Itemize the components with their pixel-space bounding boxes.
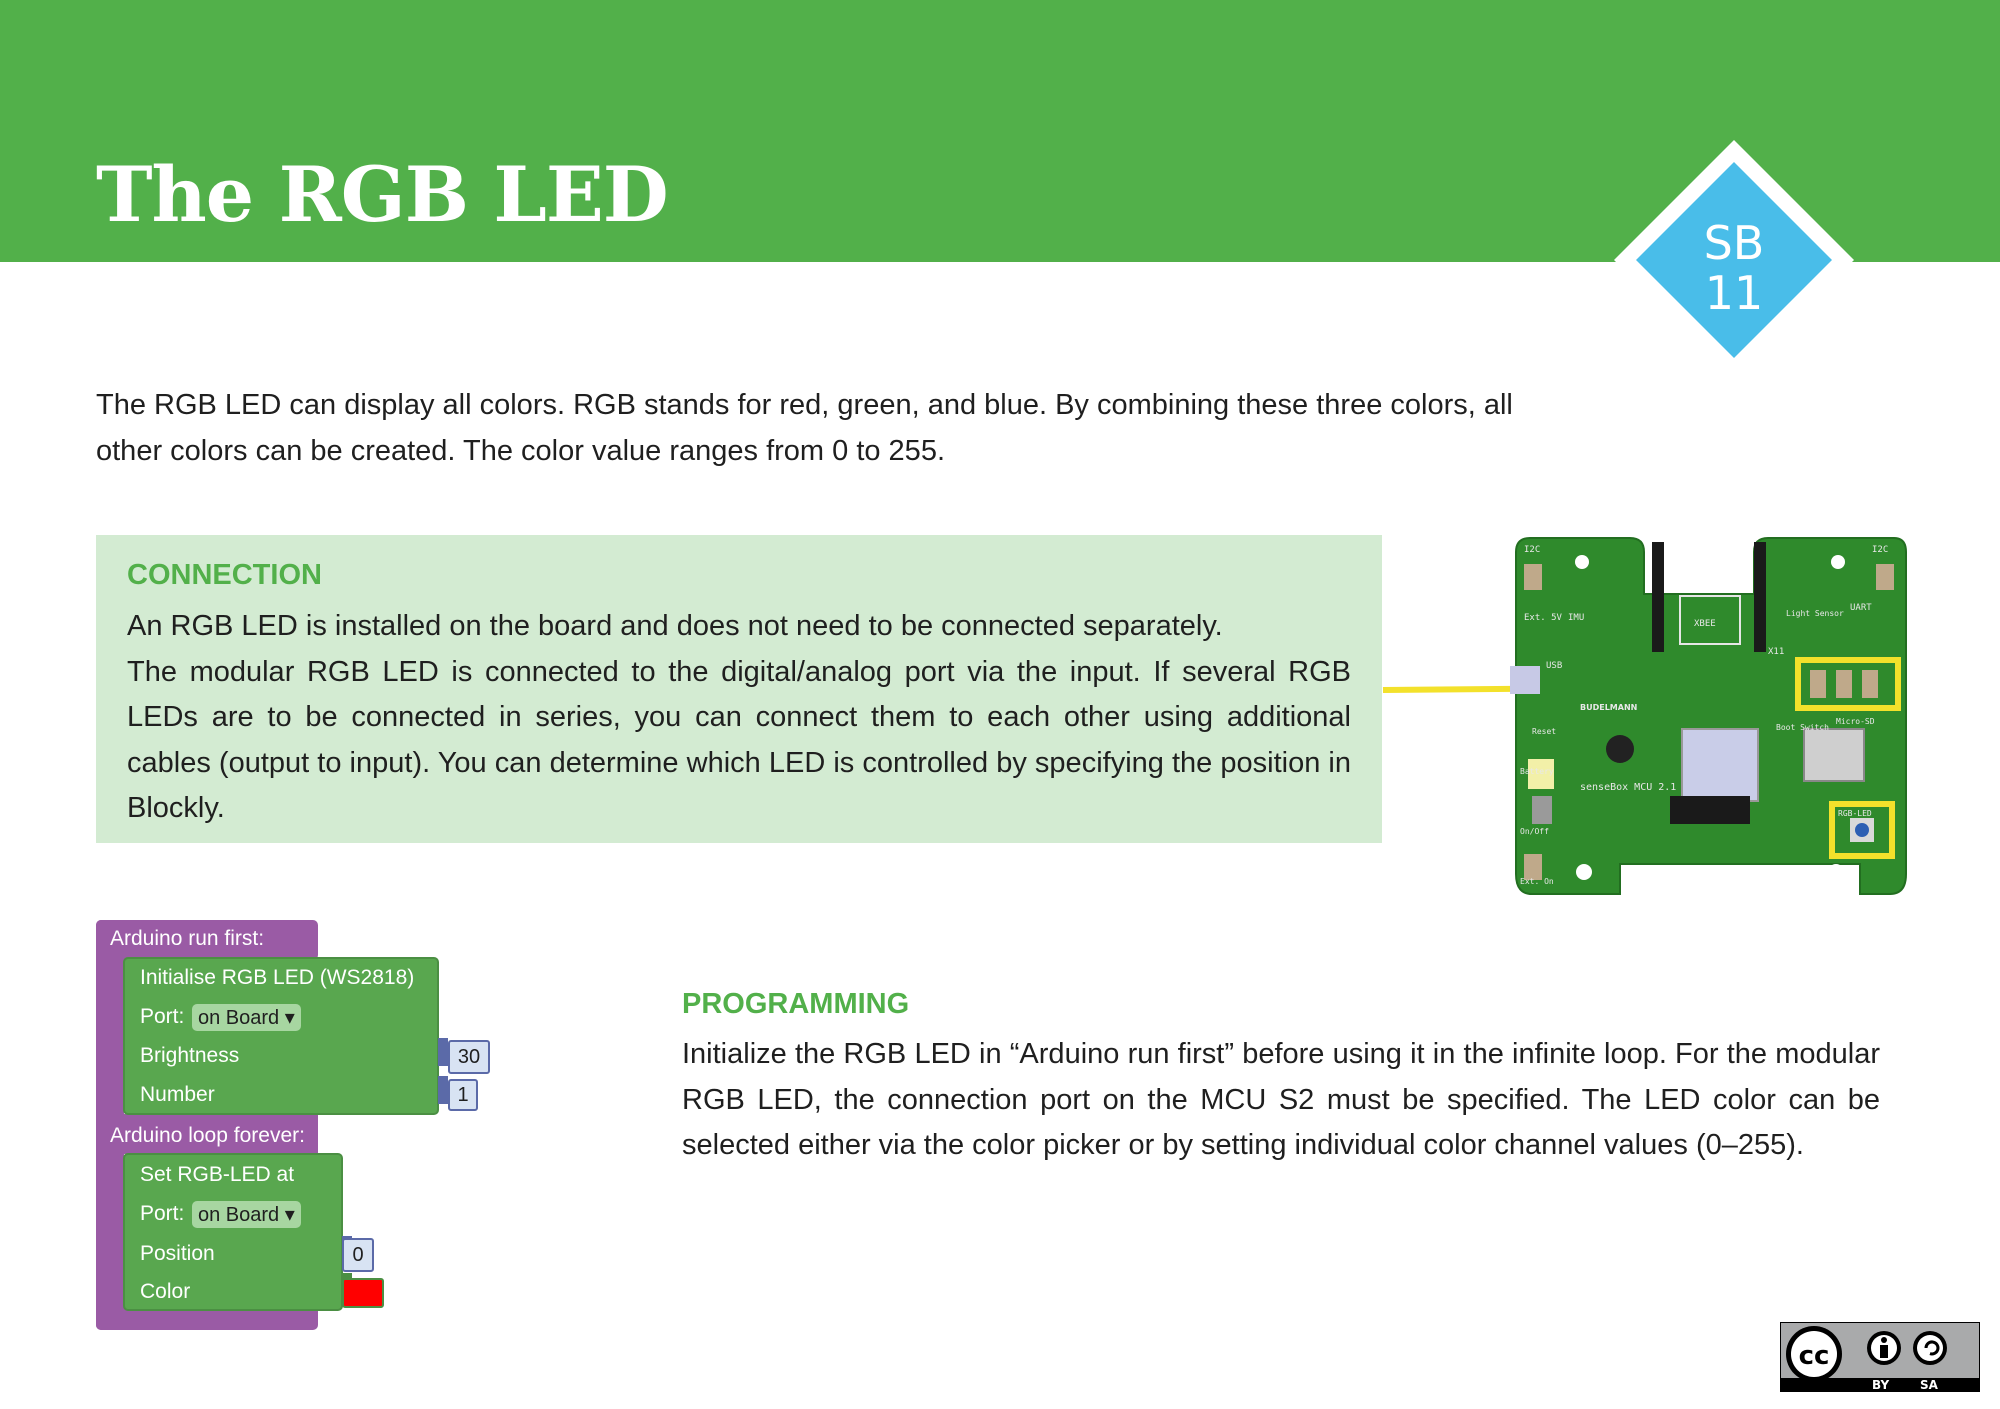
programming-heading: PROGRAMMING [682, 988, 910, 1020]
block-position-value[interactable]: 0 [342, 1238, 374, 1272]
board-label-xbee: XBEE [1694, 619, 1716, 629]
block-port2-label: Port: [140, 1202, 185, 1225]
share-alike-icon [1924, 1340, 1940, 1356]
board-label-micro-sd: Micro-SD [1836, 717, 1875, 726]
page-title: The RGB LED [96, 150, 669, 239]
programming-text: Initialize the RGB LED in “Arduino run f… [682, 1038, 1880, 1161]
block-position-label: Position [140, 1242, 215, 1265]
board-label-imu: IMU [1568, 613, 1584, 623]
board-label-mcu: senseBox MCU 2.1 [1580, 782, 1676, 793]
block-color-swatch[interactable] [342, 1278, 384, 1308]
badge-line-1: SB [1703, 216, 1765, 270]
intro-text: The RGB LED can display all colors. RGB … [96, 389, 1513, 467]
block-number-value[interactable]: 1 [448, 1079, 478, 1111]
connection-para-2: The modular RGB LED is connected to the … [127, 655, 1351, 825]
person-icon [1881, 1337, 1887, 1343]
cc-by-sa-license: cc BY SA [1780, 1322, 1980, 1392]
board-label-reset: Reset [1532, 727, 1556, 736]
blockly-program [96, 920, 448, 1330]
connection-heading: CONNECTION [127, 559, 322, 591]
license-sa: SA [1920, 1378, 1939, 1392]
board-label-budelmann: BUDELMANN [1580, 703, 1637, 712]
board-label-battery: Battery [1520, 767, 1554, 776]
cc-icon: cc [1799, 1341, 1830, 1371]
board-label-rgb-led: RGB-LED [1838, 809, 1872, 818]
board-label-on-off: On/Off [1520, 827, 1549, 836]
board-label-ext-5v: Ext. 5V [1524, 613, 1563, 623]
block-port2-dropdown[interactable]: on Board ▾ [192, 1201, 301, 1228]
block-port-label: Port: [140, 1005, 185, 1028]
board-label-x11: X11 [1768, 647, 1784, 657]
board-label-i2c-left: I2C [1524, 545, 1540, 555]
board-label-light-sensor: Light Sensor [1786, 609, 1844, 618]
connection-para-1: An RGB LED is installed on the board and… [127, 610, 1223, 642]
board-label-i2c-right: I2C [1872, 545, 1888, 555]
block-init-label[interactable]: Initialise RGB LED (WS2818) [140, 966, 415, 989]
badge-diamond [1614, 140, 1854, 380]
block-port-dropdown[interactable]: on Board ▾ [192, 1004, 301, 1031]
block-brightness-value[interactable]: 30 [448, 1040, 490, 1074]
board-label-usb: USB [1546, 661, 1562, 671]
block-run-first-label[interactable]: Arduino run first: [110, 927, 265, 950]
badge-line-2: 11 [1704, 266, 1764, 320]
board-label-uart: UART [1850, 603, 1872, 613]
block-set-led-label[interactable]: Set RGB-LED at [140, 1163, 295, 1186]
block-brightness-label: Brightness [140, 1044, 240, 1067]
badge-label: SB 11 [1614, 218, 1854, 318]
board-image: I2C I2C Ext. 5V IMU XBEE Light Sensor UA… [1510, 537, 1907, 895]
connection-box [96, 535, 1382, 843]
connection-text: An RGB LED is installed on the board and… [127, 604, 1351, 832]
block-number-label: Number [140, 1083, 215, 1106]
block-color-label: Color [140, 1280, 191, 1303]
license-by: BY [1872, 1378, 1889, 1392]
block-loop-label[interactable]: Arduino loop forever: [110, 1124, 305, 1147]
board-label-ext-on: Ext. On [1520, 877, 1554, 886]
board-label-boot-switch: Boot Switch [1776, 723, 1829, 732]
